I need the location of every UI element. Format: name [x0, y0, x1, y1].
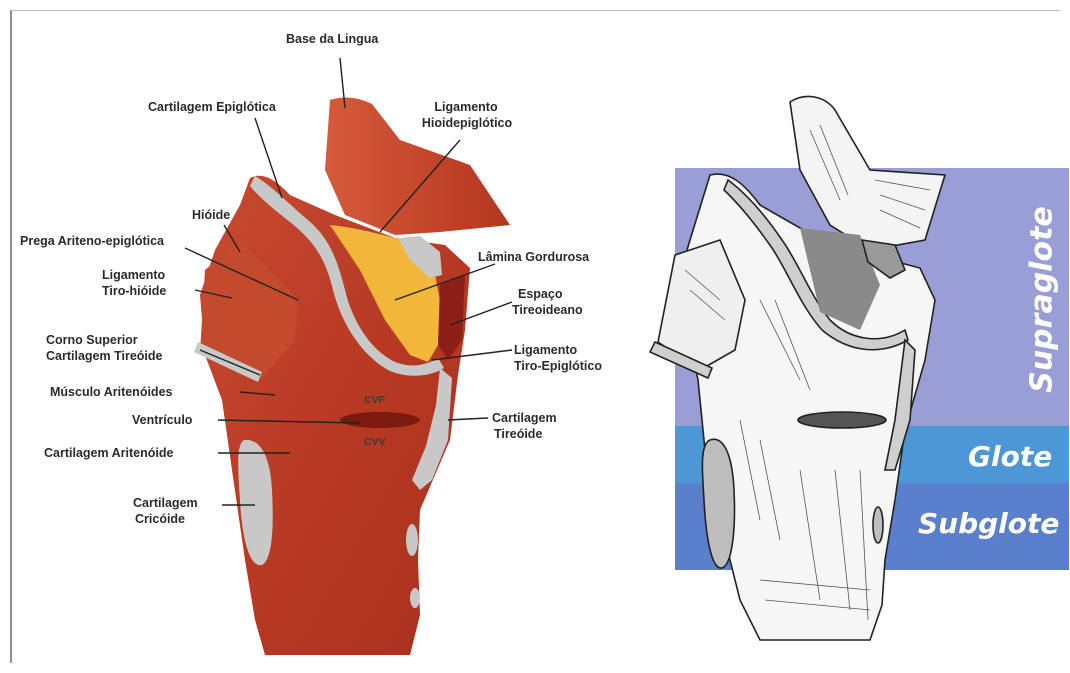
label-ligamento-tiro-hioide-1: Ligamento: [102, 268, 165, 282]
label-cart-tireoide-2: Tireóide: [494, 427, 542, 441]
label-lamina-gordurosa: Lâmina Gordurosa: [478, 250, 589, 264]
label-cart-tireoide-1: Cartilagem: [492, 411, 557, 425]
label-corno-2: Cartilagem Tireóide: [46, 349, 162, 363]
zone-label-supraglote: Supraglote: [1025, 200, 1060, 400]
label-cart-cricoide-2: Cricóide: [135, 512, 185, 526]
label-ligamento-tiro-hioide-2: Tiro-hióide: [102, 284, 166, 298]
ventricle-shape: [340, 412, 420, 428]
label-cartilagem-epiglotica: Cartilagem Epiglótica: [148, 100, 276, 114]
label-espaco-1: Espaço: [518, 287, 562, 301]
label-ligamento-hioidepiglotico-1: Ligamento: [424, 100, 508, 114]
label-espaco-2: Tireoideano: [512, 303, 583, 317]
zone-label-glote: Glote: [968, 440, 1052, 473]
cricoid-ring-2: [410, 588, 420, 608]
label-cvv: CVV: [364, 436, 386, 448]
label-corno-1: Corno Superior: [46, 333, 138, 347]
label-hioide: Hióide: [192, 208, 230, 222]
label-prega: Prega Ariteno-epiglótica: [20, 234, 164, 248]
label-lig-tiro-epi-2: Tiro-Epiglótico: [514, 359, 602, 373]
label-cart-aritenoide: Cartilagem Aritenóide: [44, 446, 173, 460]
label-base-lingua: Base da Lingua: [286, 32, 378, 46]
label-lig-tiro-epi-1: Ligamento: [514, 343, 577, 357]
cricoid-ring-1: [406, 524, 418, 556]
label-cvf: CVF: [364, 394, 385, 406]
label-musculo: Músculo Aritenóides: [50, 385, 172, 399]
label-cart-cricoide-1: Cartilagem: [133, 496, 198, 510]
sketch-ring: [873, 507, 883, 543]
sketch-ventricle: [798, 412, 886, 428]
label-ligamento-hioidepiglotico-2: Hioidepiglótico: [408, 116, 526, 130]
zone-label-subglote: Subglote: [918, 507, 1059, 540]
colored-larynx: [194, 97, 510, 655]
label-ventriculo: Ventrículo: [132, 413, 192, 427]
